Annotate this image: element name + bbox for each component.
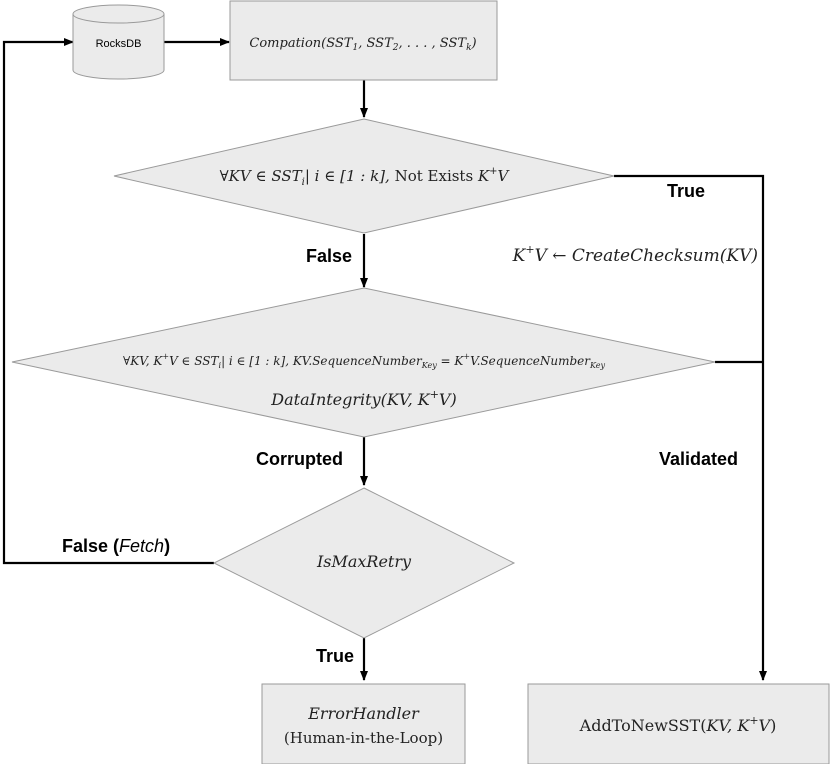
rocksdb-label: RocksDB — [96, 38, 142, 50]
label-false-1: False — [306, 246, 352, 266]
decision1-condition: ∀KV ∈ SSTi| i ∈ [1 : k], Not Exists K+V — [220, 166, 511, 188]
edge-decision1-true-to-add — [614, 174, 767, 681]
error-handler-node: ErrorHandler (Human-in-the-Loop) — [261, 683, 466, 764]
decision1-node: ∀KV ∈ SSTi| i ∈ [1 : k], Not Exists K+V — [113, 118, 615, 234]
add-to-new-sst-label: AddToNewSST(KV, K+V) — [579, 714, 777, 735]
label-true-1: True — [667, 181, 705, 201]
decision2-node: ∀KV, K+V ∈ SSTi| i ∈ [1 : k], KV.Sequenc… — [11, 287, 716, 438]
label-validated: Validated — [659, 449, 738, 469]
label-false-fetch: False (Fetch) — [62, 536, 170, 556]
error-handler-title: ErrorHandler — [307, 704, 420, 723]
decision3-diamond — [212, 487, 516, 639]
label-true-2: True — [316, 646, 354, 666]
decision3-node: IsMaxRetry — [212, 487, 516, 639]
rocksdb-node: RocksDB — [72, 4, 165, 80]
decision2-condition: ∀KV, K+V ∈ SSTi| i ∈ [1 : k], KV.Sequenc… — [123, 352, 605, 370]
compaction-node: Compation(SST1, SST2, . . . , SSTk) — [229, 0, 498, 81]
error-handler-subtitle: (Human-in-the-Loop) — [284, 729, 443, 747]
compaction-box — [229, 0, 498, 81]
database-icon — [72, 14, 165, 80]
database-cap — [72, 4, 165, 24]
decision3-label: IsMaxRetry — [316, 552, 412, 571]
decision2-diamond — [11, 287, 716, 438]
checksum-annotation: K+V ← CreateChecksum(KV) — [512, 243, 758, 266]
add-to-new-sst-box — [527, 683, 830, 764]
error-handler-box — [261, 683, 466, 764]
label-corrupted: Corrupted — [256, 449, 343, 469]
edge-decision3-false-fetch-to-db — [2, 38, 214, 565]
decision2-integrity: DataIntegrity(KV, K+V) — [270, 388, 456, 409]
decision1-diamond — [113, 118, 615, 234]
add-to-new-sst-node: AddToNewSST(KV, K+V) — [527, 683, 830, 764]
compaction-formula: Compation(SST1, SST2, . . . , SSTk) — [249, 36, 476, 53]
